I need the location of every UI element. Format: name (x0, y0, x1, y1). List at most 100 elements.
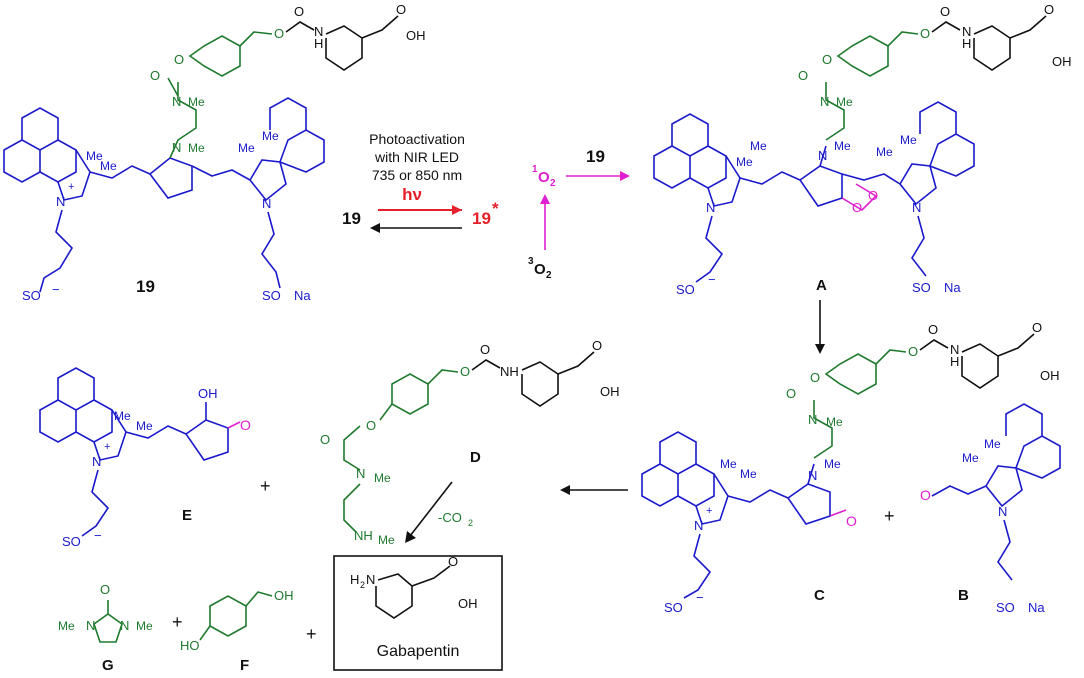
svg-text:Me: Me (876, 145, 893, 159)
svg-text:N: N (56, 194, 65, 209)
svg-text:19: 19 (342, 209, 361, 228)
svg-text:-CO: -CO (438, 510, 462, 525)
svg-text:2: 2 (546, 270, 552, 281)
svg-text:Me: Me (740, 467, 757, 481)
svg-text:N: N (950, 342, 959, 357)
svg-text:+: + (706, 505, 712, 517)
gabapentin-label: Gabapentin (377, 643, 460, 660)
svg-text:Me: Me (826, 415, 843, 429)
svg-text:Me: Me (100, 159, 117, 173)
svg-text:+: + (68, 181, 74, 193)
svg-text:Me: Me (736, 155, 753, 169)
svg-text:N: N (820, 94, 829, 109)
svg-text:O: O (538, 169, 550, 186)
svg-text:O: O (100, 582, 110, 597)
plus-C-B: + (884, 506, 895, 526)
label-G: G (102, 657, 114, 674)
svg-text:N: N (356, 466, 365, 481)
svg-text:H: H (314, 36, 323, 51)
svg-text:Me: Me (114, 409, 131, 423)
svg-text:+: + (104, 441, 110, 453)
svg-text:O: O (908, 344, 918, 359)
svg-text:Me: Me (238, 141, 255, 155)
svg-text:O: O (868, 188, 878, 203)
svg-text:O: O (174, 52, 184, 67)
svg-text:−: − (696, 590, 704, 605)
svg-text:N: N (366, 572, 375, 587)
compound-F: OH HO F (180, 588, 294, 674)
svg-text:O: O (396, 2, 406, 17)
svg-text:OH: OH (406, 28, 426, 43)
svg-text:SO: SO (664, 600, 683, 615)
svg-text:*: * (492, 199, 499, 218)
svg-text:Me: Me (900, 133, 917, 147)
svg-text:O: O (920, 487, 931, 503)
svg-text:SO: SO (22, 288, 41, 303)
compound-A: Me Me N SO − O O Me Me N SO Na N Me N Me… (653, 2, 1072, 297)
svg-text:Me: Me (824, 457, 841, 471)
svg-text:Me: Me (962, 451, 979, 465)
svg-text:O: O (810, 370, 820, 385)
svg-text:Me: Me (836, 95, 853, 109)
svg-text:Me: Me (262, 129, 279, 143)
svg-text:N: N (694, 518, 703, 533)
svg-text:N: N (86, 618, 95, 633)
svg-text:O: O (928, 322, 938, 337)
svg-text:O: O (366, 418, 376, 433)
svg-text:O: O (460, 364, 470, 379)
svg-text:O: O (1032, 320, 1042, 335)
label-A: A (816, 277, 827, 294)
svg-text:N: N (818, 148, 827, 163)
svg-text:Na: Na (944, 280, 961, 295)
svg-text:O: O (852, 200, 862, 215)
svg-text:O: O (822, 52, 832, 67)
svg-text:19: 19 (586, 147, 605, 166)
svg-text:OH: OH (274, 588, 294, 603)
svg-text:SO: SO (676, 282, 695, 297)
svg-text:SO: SO (262, 288, 281, 303)
svg-text:O: O (448, 554, 458, 569)
compound-G: O N N Me Me G (58, 582, 153, 674)
svg-text:Me: Me (834, 139, 851, 153)
compound-B: O Me Me N SO Na B (920, 403, 1061, 615)
svg-text:N: N (172, 94, 181, 109)
svg-text:Me: Me (984, 437, 1001, 451)
svg-text:O: O (846, 513, 857, 529)
compound-19: Me Me N + SO − Me Me N SO Na N Me N Me O… (3, 2, 426, 303)
svg-text:N: N (172, 140, 181, 155)
gabapentin-box: H 2 N O OH Gabapentin (333, 554, 503, 671)
svg-text:Me: Me (58, 619, 75, 633)
svg-text:Me: Me (136, 419, 153, 433)
plus-F-gabapentin: + (306, 624, 317, 644)
svg-text:O: O (798, 68, 808, 83)
compound-C: Me Me N + SO − O N Me N Me O O O O N H O… (641, 320, 1060, 615)
label-E: E (182, 507, 192, 524)
svg-text:H: H (350, 572, 359, 587)
plus-E-D: + (260, 476, 271, 496)
svg-text:Me: Me (188, 95, 205, 109)
svg-text:hν: hν (402, 185, 422, 204)
svg-text:N: N (962, 24, 971, 39)
svg-text:2: 2 (550, 178, 556, 189)
svg-text:HO: HO (180, 638, 200, 653)
arrow-decarboxylation (409, 481, 453, 537)
svg-text:OH: OH (458, 596, 478, 611)
svg-text:SO: SO (62, 534, 81, 549)
svg-text:Na: Na (294, 288, 311, 303)
svg-text:−: − (52, 282, 60, 297)
svg-text:2: 2 (360, 580, 365, 590)
svg-text:O: O (150, 68, 160, 83)
svg-text:OH: OH (1052, 54, 1072, 69)
svg-text:O: O (480, 342, 490, 357)
photoactivation-step: Photoactivation with NIR LED 735 or 850 … (342, 131, 499, 233)
plus-G-F: + (172, 612, 183, 632)
svg-text:SO: SO (912, 280, 931, 295)
svg-text:O: O (940, 4, 950, 19)
svg-text:O: O (534, 261, 546, 278)
svg-text:Photoactivation: Photoactivation (369, 131, 465, 147)
label-C: C (814, 587, 825, 604)
svg-text:SO: SO (996, 600, 1015, 615)
svg-text:−: − (94, 528, 102, 543)
svg-text:NH: NH (354, 528, 373, 543)
svg-text:O: O (240, 417, 251, 433)
